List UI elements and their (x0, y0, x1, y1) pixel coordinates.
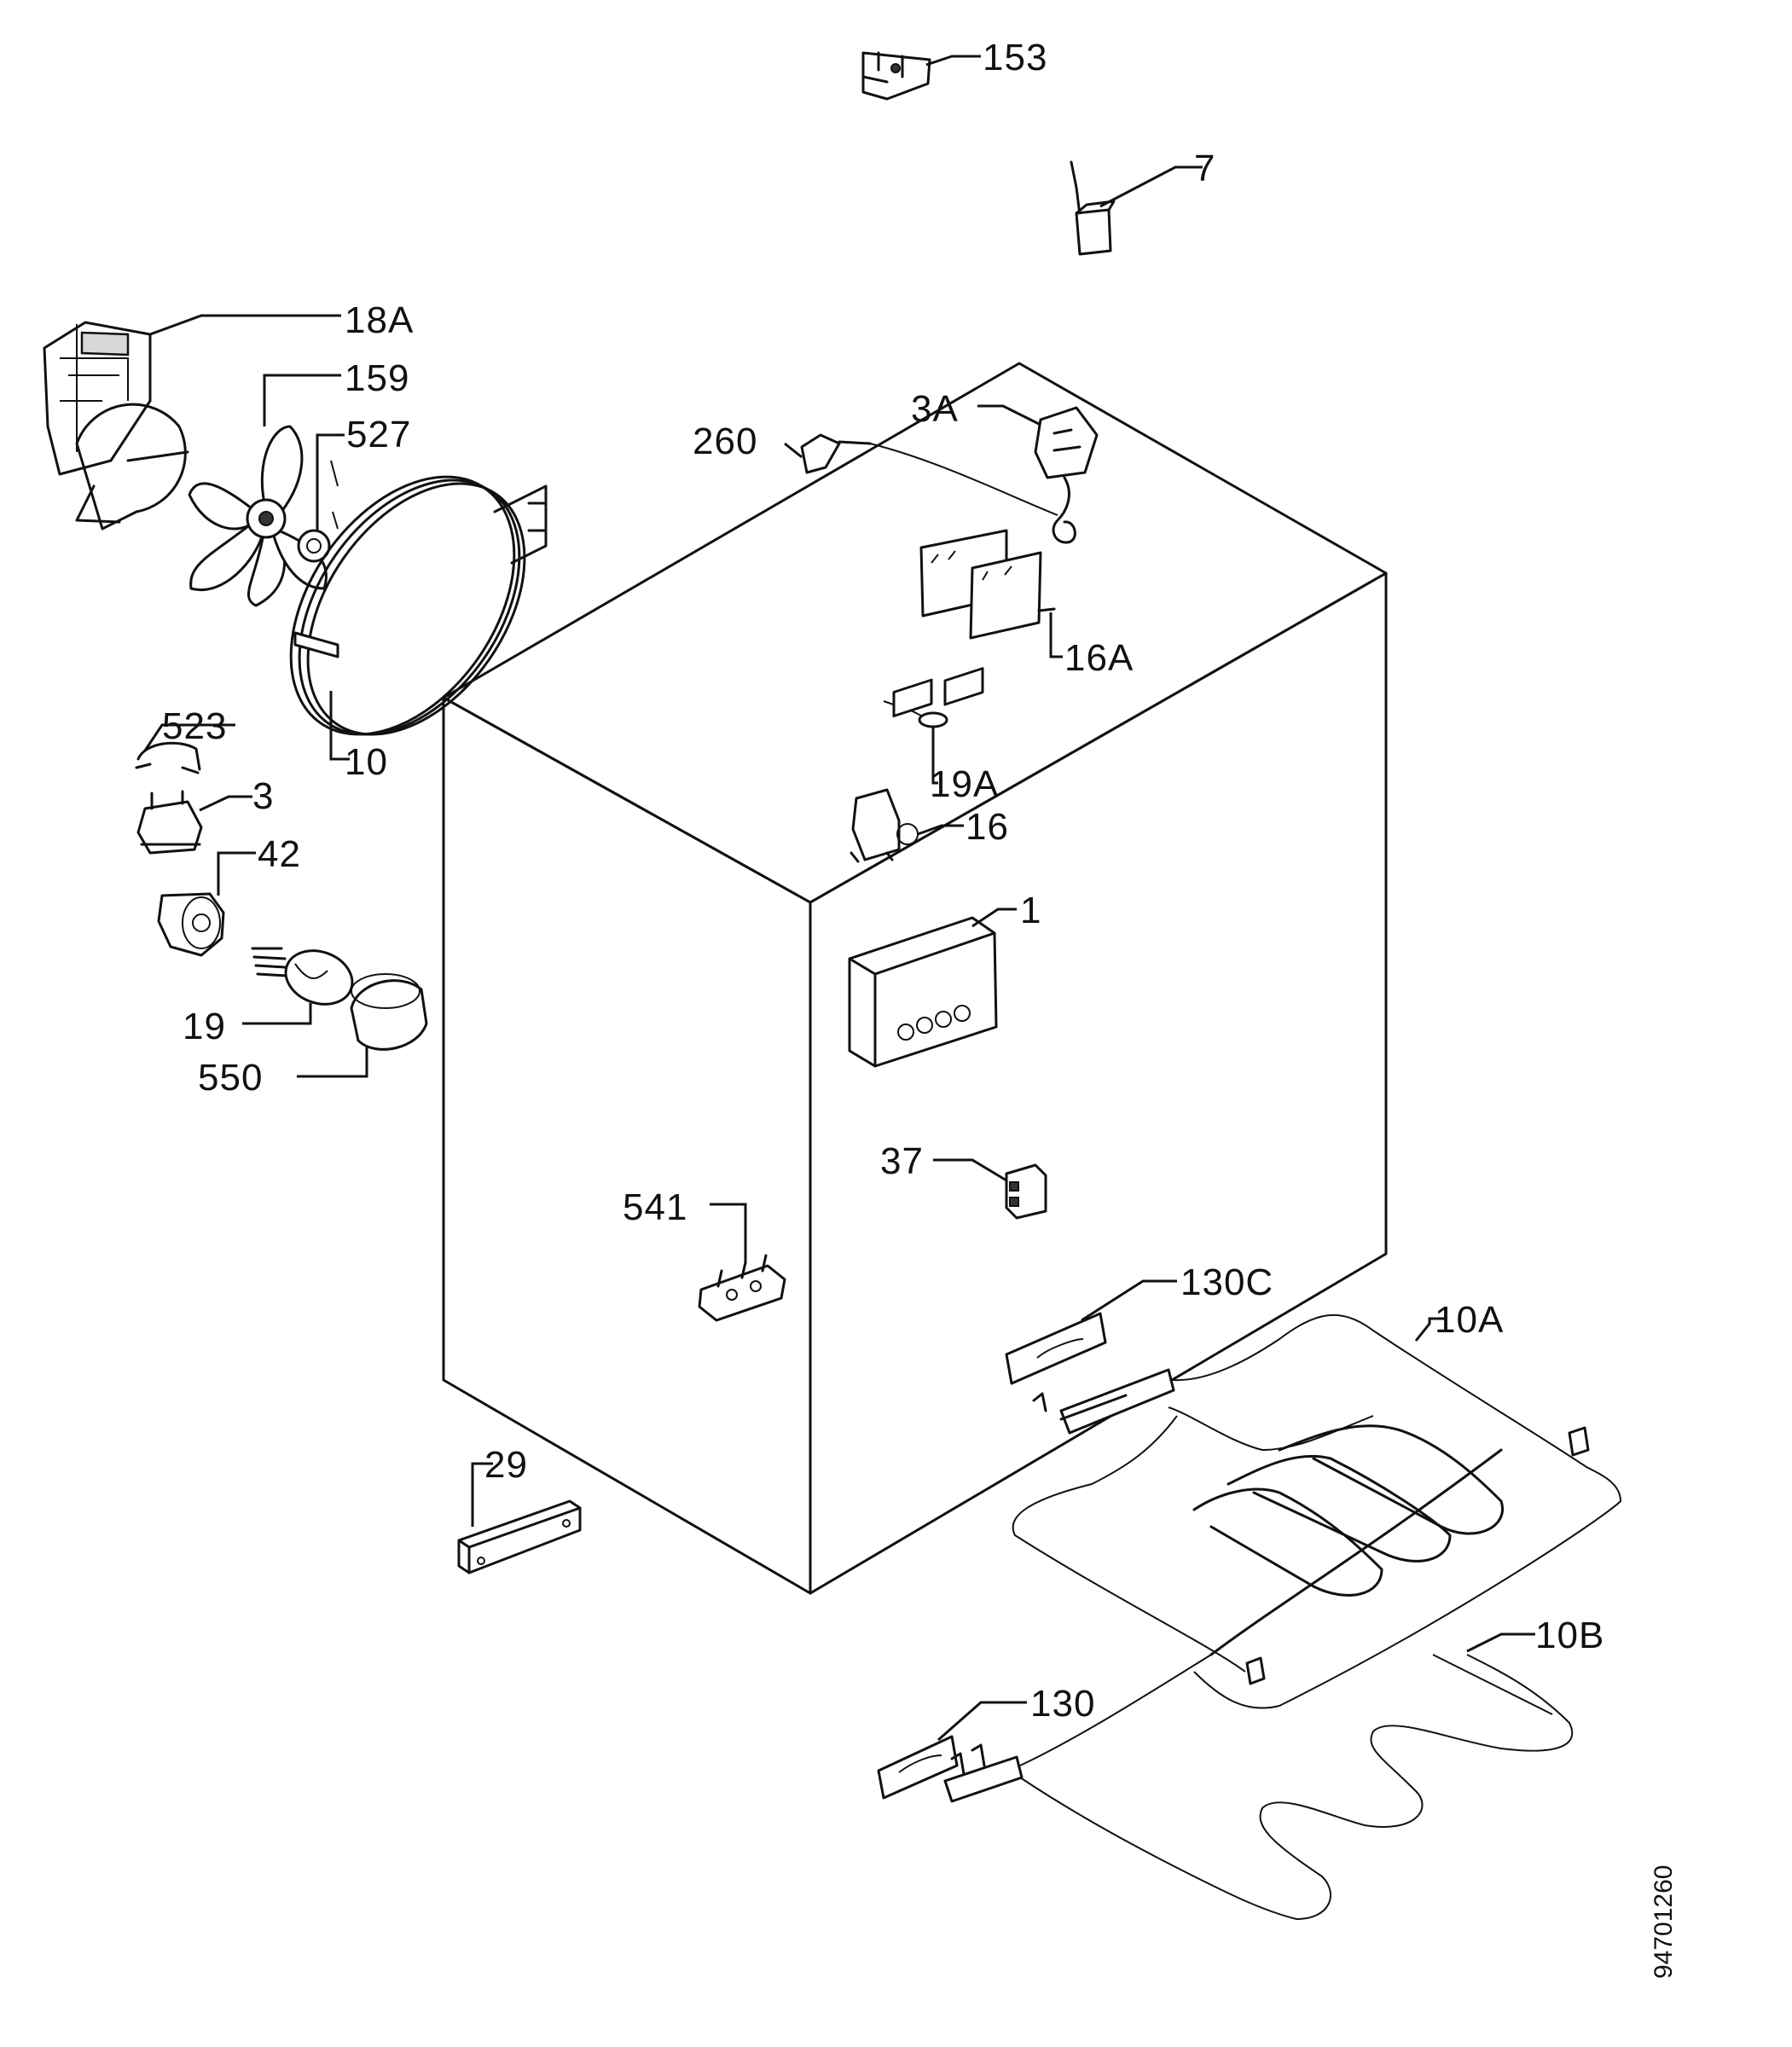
label-42: 42 (258, 833, 301, 875)
part-130C-mounting-plate: 130C (1005, 1261, 1273, 1385)
label-541: 541 (623, 1186, 687, 1228)
label-527: 527 (346, 414, 411, 455)
part-10B-bottom-element: 10B (943, 1615, 1604, 1921)
part-42-lamp-socket: 42 (157, 833, 301, 957)
label-159: 159 (345, 357, 409, 399)
label-153: 153 (983, 37, 1047, 78)
part-3A-thermostat: 3A (911, 388, 1099, 544)
label-19A: 19A (930, 763, 999, 805)
label-16: 16 (966, 806, 1009, 848)
label-260: 260 (693, 420, 757, 462)
label-16A: 16A (1064, 637, 1134, 679)
label-37: 37 (880, 1140, 924, 1182)
part-260-temperature-probe: 260 (693, 420, 1058, 516)
part-19-lamp-bulb: 19 (183, 947, 354, 1047)
label-550: 550 (198, 1057, 263, 1099)
label-523: 523 (162, 705, 227, 747)
label-3: 3 (252, 775, 274, 817)
part-10A-grill-element: 10A (1012, 1299, 1622, 1709)
part-16-switch: 16 (850, 788, 1009, 863)
label-130: 130 (1030, 1683, 1095, 1725)
part-527-nut: 527 (297, 414, 411, 563)
part-19A-indicator-lamp: 19A (883, 700, 999, 805)
oven-cabinet (442, 362, 1388, 1595)
part-541-terminal-block: 541 (623, 1186, 786, 1322)
part-18A-fan-motor: 18A (43, 299, 414, 531)
part-10-circular-element: 10 (289, 475, 548, 783)
part-550-lamp-cover: 550 (198, 973, 428, 1099)
label-7: 7 (1194, 148, 1215, 189)
part-3-lamp-holder: 3 (136, 775, 274, 855)
part-7-switch: 7 (1070, 148, 1215, 256)
label-10: 10 (345, 741, 388, 783)
label-130C: 130C (1180, 1261, 1273, 1303)
label-18A: 18A (345, 299, 414, 341)
label-3A: 3A (911, 388, 959, 430)
part-153-bracket: 153 (861, 37, 1047, 101)
part-29-strip: 29 (457, 1444, 582, 1574)
label-10A: 10A (1435, 1299, 1504, 1341)
part-523-clip: 523 (135, 705, 235, 774)
label-1: 1 (1020, 890, 1041, 931)
label-29: 29 (484, 1444, 528, 1486)
part-37-connector: 37 (880, 1140, 1047, 1220)
part-1-control-panel: 1 (848, 667, 1041, 1068)
part-16A-selector-switch: 16A (919, 529, 1134, 679)
part-130-mounting-plate: 130 (877, 1683, 1095, 1800)
label-10B: 10B (1535, 1615, 1604, 1656)
part-159-fan-blade: 159 (188, 357, 409, 607)
document-number: 94701260 (1650, 1865, 1678, 1979)
label-19: 19 (183, 1006, 226, 1047)
